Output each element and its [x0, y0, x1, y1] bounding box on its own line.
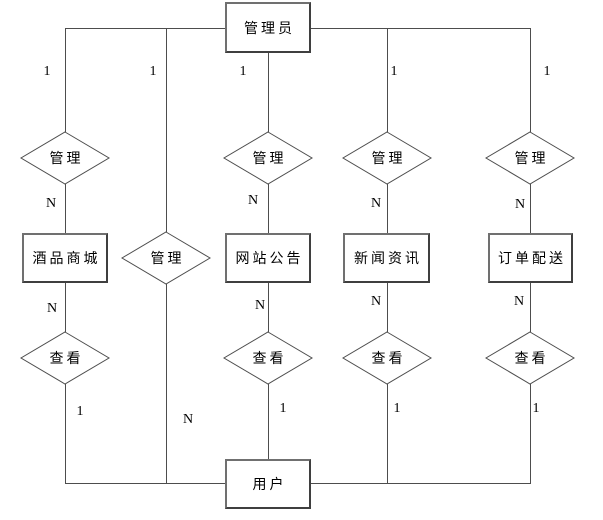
entity-admin: 管理员 — [225, 2, 311, 53]
relationship-label: 查看 — [252, 352, 287, 367]
entity-wine-mall: 酒品商城 — [22, 233, 108, 283]
relationship-manage-user: 管理 — [121, 231, 211, 285]
cardinality-label: 1 — [279, 401, 287, 416]
relationship-view-wine-mall: 查看 — [20, 331, 110, 385]
cardinality-label: 1 — [239, 64, 247, 79]
cardinality-label: 1 — [532, 401, 540, 416]
cardinality-label: N — [45, 196, 57, 211]
entity-site-notice: 网站公告 — [225, 233, 311, 283]
relationship-label: 管理 — [514, 152, 549, 167]
relationship-view-site-notice: 查看 — [223, 331, 313, 385]
relationship-view-order-delivery: 查看 — [485, 331, 575, 385]
cardinality-label: 1 — [76, 404, 84, 419]
cardinality-label: 1 — [149, 64, 157, 79]
relationship-label: 管理 — [371, 152, 406, 167]
relationship-label: 查看 — [49, 352, 84, 367]
cardinality-label: N — [46, 301, 58, 316]
cardinality-label: N — [370, 196, 382, 211]
cardinality-label: 1 — [43, 64, 51, 79]
entity-order-delivery: 订单配送 — [488, 233, 573, 283]
cardinality-label: 1 — [390, 64, 398, 79]
relationship-view-news: 查看 — [342, 331, 432, 385]
cardinality-label: N — [370, 294, 382, 309]
relationship-label: 管理 — [252, 152, 287, 167]
relationship-manage-order-delivery: 管理 — [485, 131, 575, 185]
relationship-label: 查看 — [371, 352, 406, 367]
entity-user: 用户 — [225, 459, 311, 509]
cardinality-label: 1 — [543, 64, 551, 79]
cardinality-label: N — [182, 412, 194, 427]
relationship-manage-wine-mall: 管理 — [20, 131, 110, 185]
relationship-manage-news: 管理 — [342, 131, 432, 185]
cardinality-label: 1 — [393, 401, 401, 416]
relationship-label: 查看 — [514, 352, 549, 367]
cardinality-label: N — [513, 294, 525, 309]
cardinality-label: N — [514, 197, 526, 212]
relationship-label: 管理 — [49, 152, 84, 167]
entity-news: 新闻资讯 — [343, 233, 430, 283]
cardinality-label: N — [254, 298, 266, 313]
relationship-manage-site-notice: 管理 — [223, 131, 313, 185]
relationship-label: 管理 — [150, 252, 185, 267]
cardinality-label: N — [247, 193, 259, 208]
